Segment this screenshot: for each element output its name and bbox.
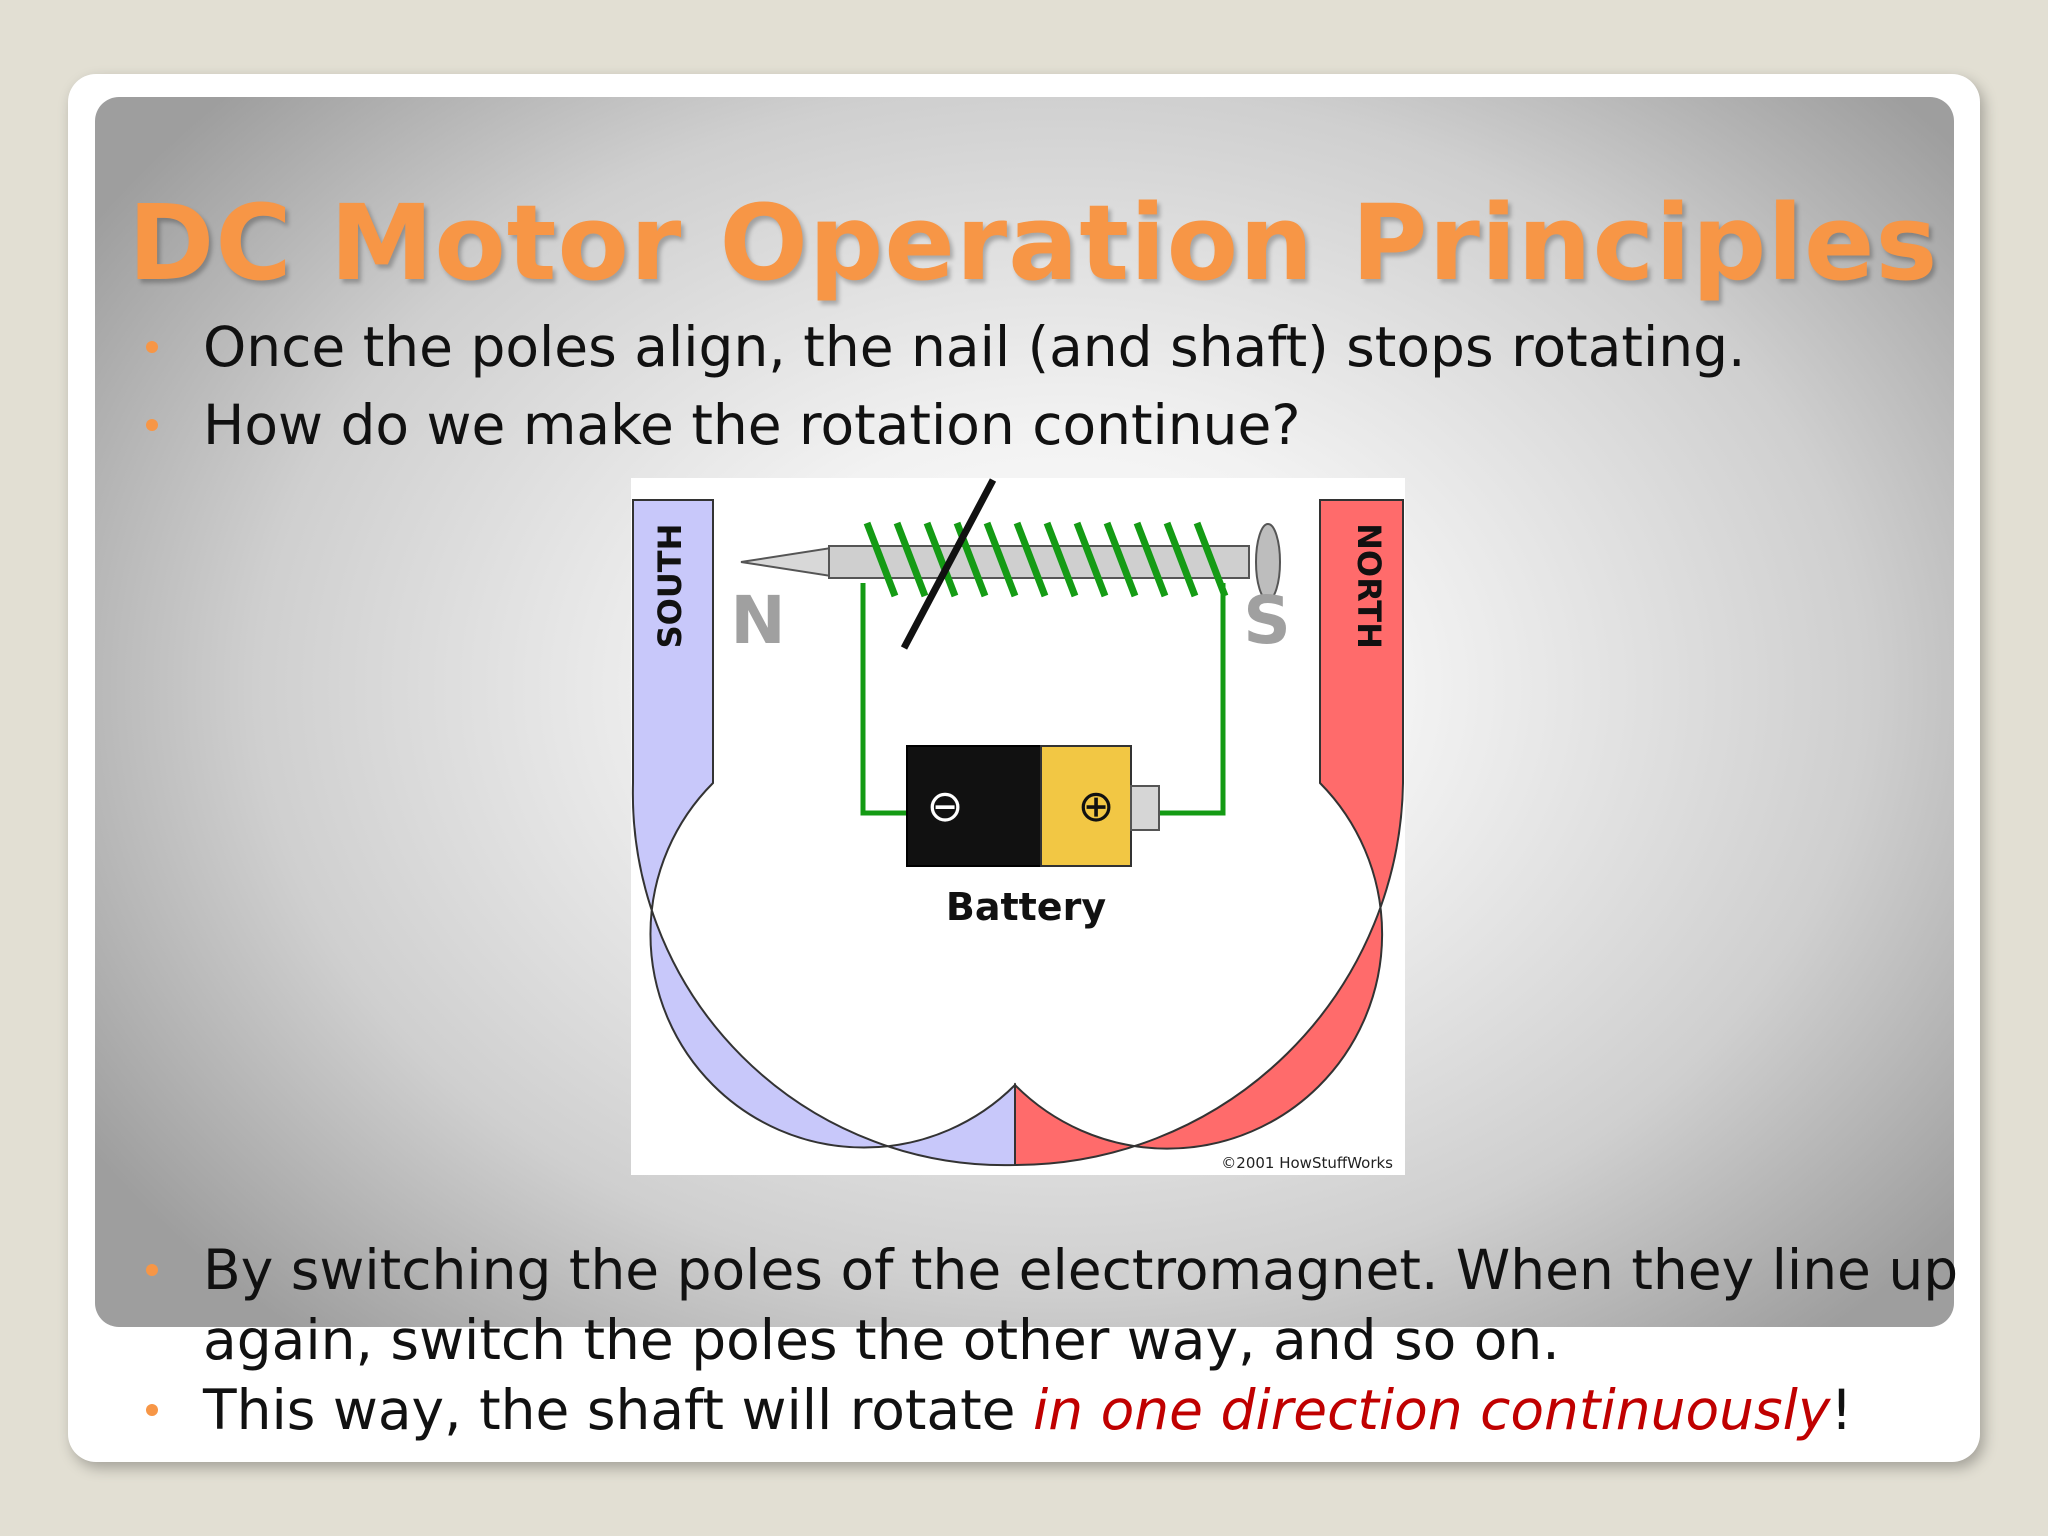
bullet-text-end: ! <box>1830 1378 1853 1442</box>
image-credit: ©2001 HowStuffWorks <box>1221 1154 1393 1172</box>
coil-winding <box>863 521 1229 598</box>
bullet-dot-icon <box>146 419 158 431</box>
battery-minus-icon: ⊖ <box>927 781 964 832</box>
shaft-axis <box>900 478 997 650</box>
battery-label: Battery <box>946 885 1106 929</box>
circuit-wire <box>860 583 1226 816</box>
nail-tip <box>740 546 832 578</box>
emphasis-text: in one direction continuously <box>1033 1378 1831 1442</box>
south-magnet-pole <box>631 499 1016 1167</box>
nail-pole-n: N <box>730 582 785 659</box>
bullet-dot-icon <box>146 1264 158 1276</box>
battery-negative-body <box>906 745 1046 867</box>
bullet-text: Once the poles align, the nail (and shaf… <box>203 315 1746 379</box>
south-label: SOUTH <box>651 524 689 649</box>
nail-pole-s: S <box>1243 582 1291 659</box>
bullet-text: How do we make the rotation continue? <box>203 393 1301 457</box>
bullet-item: How do we make the rotation continue? <box>146 390 2026 460</box>
bullet-item: Once the poles align, the nail (and shaf… <box>146 312 2026 382</box>
bullet-text: By switching the poles of the electromag… <box>203 1238 1959 1372</box>
bullet-dot-icon <box>146 1404 158 1416</box>
north-label: NORTH <box>1350 523 1388 649</box>
bullet-item: By switching the poles of the electromag… <box>146 1235 2026 1375</box>
bullet-list-bottom: By switching the poles of the electromag… <box>146 1235 2026 1453</box>
nail-head <box>1255 523 1281 601</box>
bullet-dot-icon <box>146 341 158 353</box>
dc-motor-diagram: SOUTH NORTH N S <box>631 478 1405 1175</box>
slide-title: DC Motor Operation Principles <box>128 182 1939 304</box>
bullet-text: This way, the shaft will rotate <box>203 1378 1033 1442</box>
bullet-item: This way, the shaft will rotate in one d… <box>146 1375 2026 1445</box>
north-magnet-pole <box>1014 499 1404 1167</box>
battery-terminal <box>1130 785 1160 831</box>
bullet-list-top: Once the poles align, the nail (and shaf… <box>146 312 2026 468</box>
battery-plus-icon: ⊕ <box>1078 781 1115 832</box>
